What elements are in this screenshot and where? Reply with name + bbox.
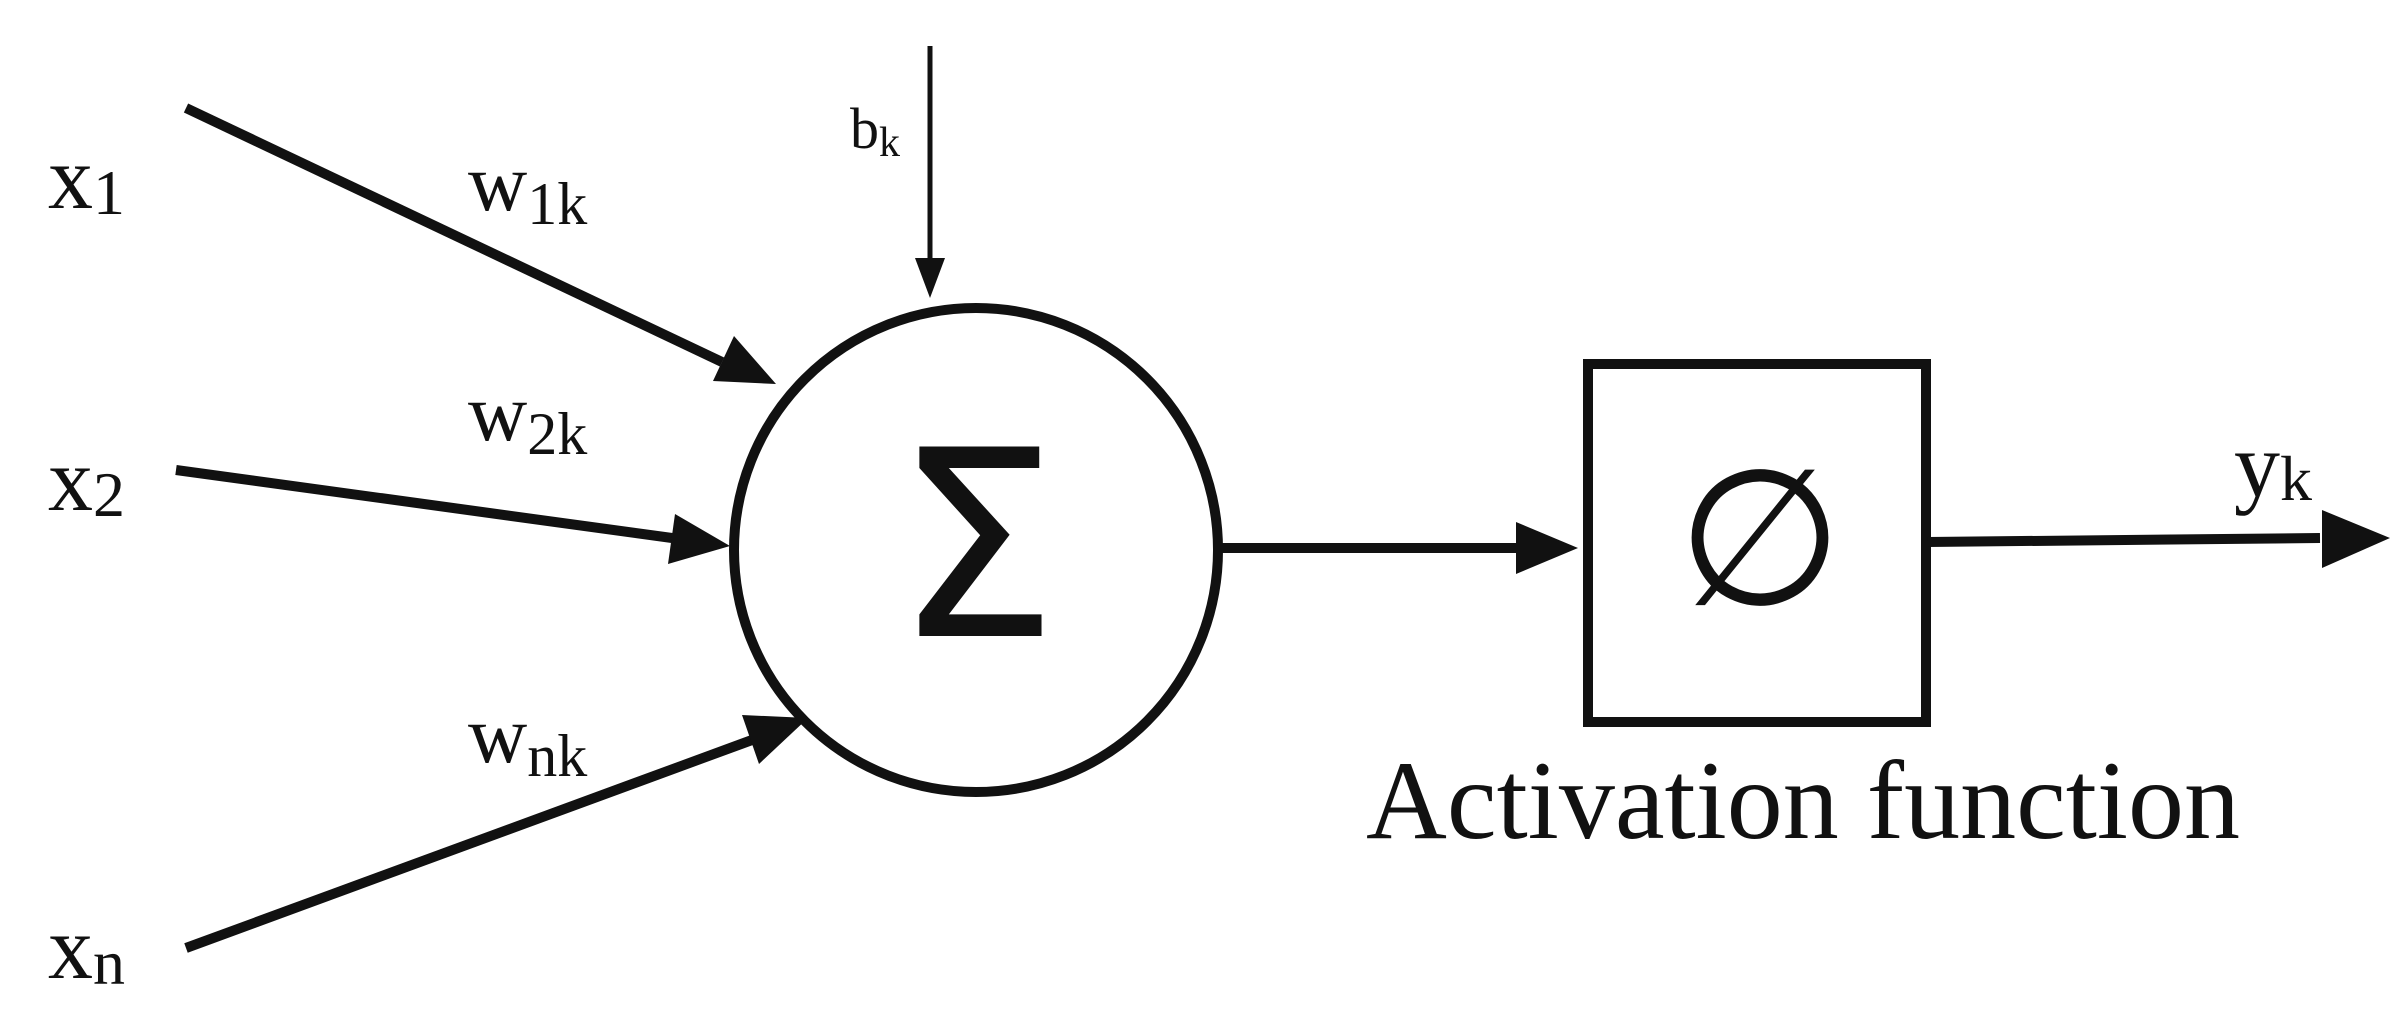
summation-node: Σ bbox=[729, 303, 1223, 797]
svg-text:x2: x2 bbox=[48, 431, 125, 530]
svg-text:w1k: w1k bbox=[468, 137, 587, 237]
activation-symbol: ∅ bbox=[1677, 428, 1843, 649]
svg-text:yk: yk bbox=[2234, 414, 2312, 516]
svg-text:bk: bk bbox=[850, 96, 900, 166]
input-xn: xn bbox=[48, 899, 125, 998]
arrow-sum-to-activation bbox=[1222, 522, 1578, 574]
input-x2-base: x bbox=[48, 431, 93, 530]
arrow-x1-to-sum bbox=[183, 103, 776, 384]
arrow-xn-to-sum bbox=[184, 715, 808, 953]
weight-w2k-sub: 2k bbox=[527, 401, 587, 467]
bias-base: b bbox=[850, 96, 879, 161]
weight-w1k: w1k bbox=[468, 137, 587, 237]
activation-rect bbox=[1583, 359, 1931, 727]
arrow-bias-to-sum bbox=[915, 46, 945, 298]
bias-sub: k bbox=[879, 120, 900, 166]
svg-text:w2k: w2k bbox=[468, 367, 587, 467]
svg-text:xn: xn bbox=[48, 899, 125, 998]
input-xn-sub: n bbox=[93, 927, 125, 998]
input-x1-base: x bbox=[48, 129, 93, 228]
activation-label: Activation function bbox=[1366, 739, 2240, 863]
weight-wnk: wnk bbox=[468, 689, 587, 789]
weight-w1k-sub: 1k bbox=[527, 171, 587, 237]
input-x2-sub: 2 bbox=[93, 459, 125, 530]
activation-box: ∅ bbox=[1583, 359, 1931, 727]
input-xn-base: x bbox=[48, 899, 93, 998]
input-x2: x2 bbox=[48, 431, 125, 530]
input-x1-sub: 1 bbox=[93, 157, 125, 228]
arrow-output bbox=[1927, 510, 2390, 568]
svg-text:wnk: wnk bbox=[468, 689, 587, 789]
bias-bk: bk bbox=[850, 96, 900, 166]
weight-w1k-base: w bbox=[468, 137, 527, 228]
output-base: y bbox=[2234, 414, 2280, 516]
weight-wnk-base: w bbox=[468, 689, 527, 780]
input-x1: x1 bbox=[48, 129, 125, 228]
svg-text:x1: x1 bbox=[48, 129, 125, 228]
sigma-symbol: Σ bbox=[894, 396, 1058, 698]
weight-wnk-sub: nk bbox=[527, 723, 587, 789]
output-yk: yk bbox=[2234, 414, 2312, 516]
weight-w2k-base: w bbox=[468, 367, 527, 458]
arrow-x2-to-sum bbox=[175, 465, 730, 564]
weight-w2k: w2k bbox=[468, 367, 587, 467]
summation-circle bbox=[729, 303, 1223, 797]
output-sub: k bbox=[2280, 443, 2312, 514]
